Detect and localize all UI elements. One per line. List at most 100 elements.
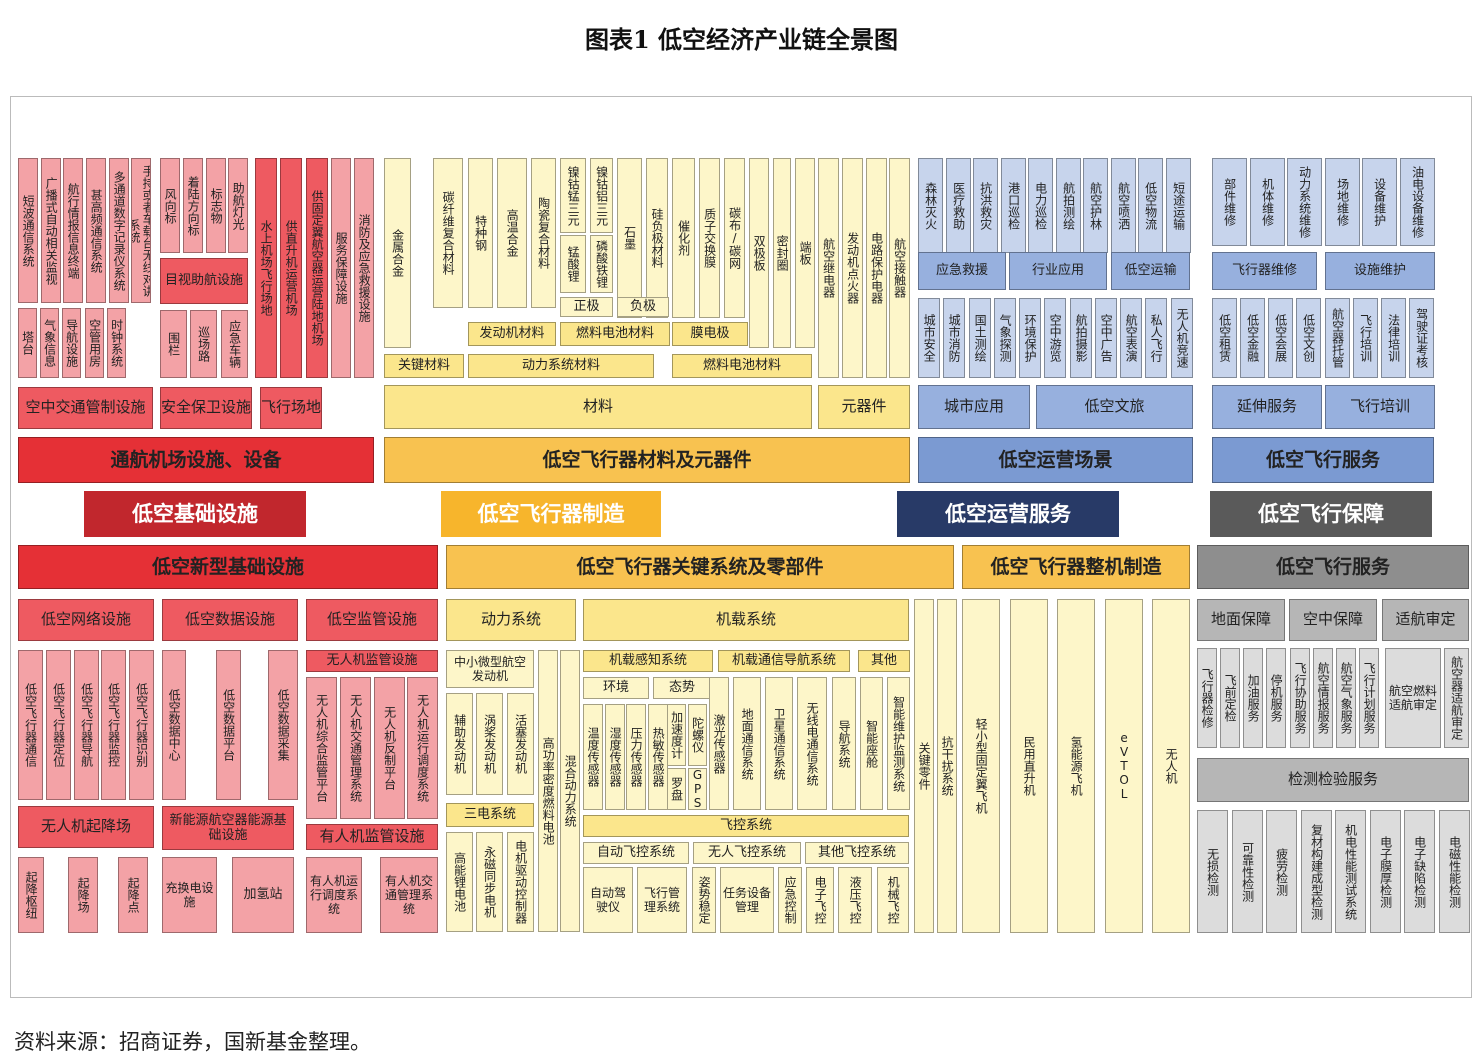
material-column: 催化剂 (672, 158, 695, 318)
manned-column: 有人机运行调度系统 (306, 857, 362, 933)
svc-column: 驾驶证考核 (1409, 298, 1434, 378)
site-column: 水上机场飞行场地 (255, 158, 277, 378)
test-column: 电磁性能检测 (1439, 810, 1470, 933)
ops-group: 城市应用 (918, 385, 1030, 429)
key-group: 机载感知系统 (583, 650, 713, 672)
ops-column: 气象探测 (994, 298, 1016, 378)
sensor-column: GPS (688, 768, 707, 810)
nav-column: 甚高频通信系统 (86, 158, 106, 303)
ops-column: 航空护林 (1083, 158, 1108, 253)
comm-column: 地面通信系统 (733, 677, 761, 810)
fly-group: 适航审定 (1382, 599, 1469, 641)
fly-column: 停机服务 (1266, 648, 1286, 748)
nav-main: 通航机场设施、设备 (18, 437, 374, 483)
h2-box: 加氢站 (232, 857, 294, 933)
ops-main: 低空运营场景 (918, 437, 1193, 483)
ops-column: 港口巡检 (1001, 158, 1026, 253)
ops-column: 空中游览 (1044, 298, 1066, 378)
material-column: 锰酸锂 (560, 235, 586, 293)
infra-group: 低空网络设施 (18, 599, 154, 641)
comm-column: 卫星通信系统 (765, 677, 793, 810)
svc-main: 低空飞行服务 (1212, 437, 1434, 483)
safety-column: 巡场路 (190, 310, 217, 378)
material-group: 膜电极 (672, 322, 748, 346)
ops-column: 私人飞行 (1145, 298, 1167, 378)
safety-column: 应急车辆 (221, 310, 248, 378)
fly-column: 航空气象服务 (1336, 648, 1356, 748)
airport-column: 标志物 (206, 158, 226, 253)
infra-group: 低空数据设施 (162, 599, 298, 641)
fly-column: 航空情报服务 (1313, 648, 1333, 748)
nav-small: 导航设施 (62, 308, 81, 378)
material-column: 磷酸铁锂 (590, 235, 613, 293)
atc-box: 空中交通管制设施 (18, 387, 153, 429)
key-group: 飞控系统 (583, 815, 909, 837)
uav-column: 无人机综合监管平台 (306, 677, 337, 819)
nav-small: 空管用房 (85, 308, 104, 378)
infra-group: 低空监管设施 (306, 599, 438, 641)
test-column: 疲劳检测 (1266, 810, 1297, 933)
material-group: 燃料电池材料 (560, 322, 670, 346)
material-column: 特种钢 (468, 158, 493, 308)
key-group: 动力系统 (446, 599, 576, 641)
charge-box: 充换电设施 (162, 857, 217, 933)
svc-column: 设备维护 (1362, 158, 1397, 246)
key-group: 机载系统 (583, 599, 909, 641)
svc-column: 油电设备维修 (1400, 158, 1435, 246)
fcs-column: 液压飞控 (838, 867, 872, 933)
key-group: 机载通信导航系统 (718, 650, 850, 672)
sensor-column: 激光传感器 (709, 677, 729, 810)
svc-column: 场地维修 (1325, 158, 1360, 246)
ops-column: 无人机竞速 (1171, 298, 1193, 378)
ops-column: 电力巡检 (1028, 158, 1053, 253)
uav-column: 无人机交通管理系统 (340, 677, 371, 819)
ops-column: 航拍摄影 (1070, 298, 1092, 378)
key-group: 三电系统 (446, 803, 534, 827)
diagram-frame (10, 96, 1472, 998)
comm-column: 导航系统 (832, 677, 856, 810)
svc-group: 飞行培训 (1325, 385, 1435, 429)
nav-small: 时钟系统 (107, 308, 126, 378)
material-column: 金属合金 (384, 158, 411, 348)
nav-column: 短波通信系统 (18, 158, 38, 303)
fly-column: 飞前定检 (1220, 648, 1240, 748)
component-box: 元器件 (818, 385, 910, 429)
ops-group: 行业应用 (1009, 252, 1107, 290)
material-column: 质子交换膜 (699, 158, 720, 318)
fire-box: 消防及应急救援设施 (354, 158, 374, 378)
sensor-column: 温度传感器 (583, 704, 603, 810)
test-column: 电子缺陷检测 (1404, 810, 1435, 933)
fc-box: 高功率密度燃料电池 (538, 650, 558, 932)
cert-box: 航空燃料适航审定 (1385, 648, 1441, 748)
test-column: 电子膜厚检测 (1370, 810, 1401, 933)
infra-group: 新能源航空器能源基础设施 (162, 806, 294, 850)
component-column: 航空接触器 (889, 158, 910, 378)
hybrid-box: 混合动力系统 (560, 650, 580, 932)
field-box: 飞行场地 (260, 387, 322, 429)
key-group: 其他 (858, 650, 910, 672)
key-sub: 其他飞控系统 (805, 842, 909, 864)
category-label: 低空基础设施 (84, 491, 306, 537)
svc-column: 动力系统维修 (1287, 158, 1322, 246)
material-box: 材料 (384, 385, 812, 429)
test-column: 机电性能测试系统 (1335, 810, 1366, 933)
test-column: 无损检测 (1197, 810, 1228, 933)
airport-column: 风向标 (160, 158, 180, 253)
fly-group: 检测检验服务 (1197, 758, 1469, 802)
data-column: 低空数据中心 (162, 650, 186, 800)
sensor-column: 陀螺仪 (688, 704, 707, 766)
material-column: 硅负极材料 (646, 158, 668, 318)
svc-column: 低空金融 (1240, 298, 1265, 378)
data-column: 低空数据采集 (268, 650, 298, 800)
whole-main: 低空飞行器整机制造 (962, 545, 1190, 589)
engine-box: 中小微型航空发动机 (446, 650, 534, 688)
material-column: 碳纤维复合材料 (433, 158, 463, 308)
material-group: 动力系统材料 (468, 354, 654, 378)
sensor-column: 湿度传感器 (605, 704, 625, 810)
security-box: 安全保卫设施 (160, 387, 252, 429)
fcs-column: 飞行管理系统 (637, 867, 687, 933)
key-sub: 无人飞控系统 (693, 842, 801, 864)
airport-column: 着陆方向标 (183, 158, 203, 253)
net-column: 低空飞行器识别 (129, 650, 154, 800)
three-column: 高能锂电池 (446, 832, 473, 932)
